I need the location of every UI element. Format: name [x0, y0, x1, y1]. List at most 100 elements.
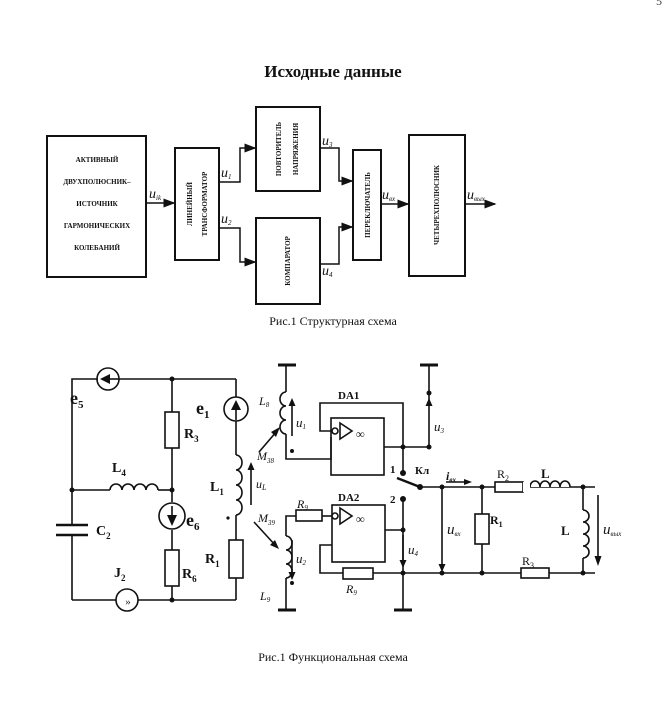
repeater-line-2: НАПРЯЖЕНИЯ — [292, 123, 300, 175]
inductor-l-series — [529, 480, 571, 488]
comparator-label: КОМПАРАТОР — [284, 235, 292, 285]
l8-dot — [290, 449, 294, 453]
wire-u2 — [219, 227, 257, 267]
e1-arrow-icon — [231, 400, 241, 410]
label-l-shunt: L — [561, 523, 570, 538]
source-e1 — [223, 396, 249, 422]
l1-dot — [226, 516, 230, 520]
switch-label: ПЕРЕКЛЮЧАТЕЛЬ — [364, 172, 372, 238]
label-r9-feedback: R9 — [345, 582, 357, 597]
label-c2: C2 — [96, 524, 111, 541]
label-r6: R6 — [182, 567, 197, 584]
label-j2: J2 — [114, 566, 126, 583]
node — [169, 487, 175, 493]
label-r9-input: R9 — [296, 497, 308, 512]
quadripole-label: ЧЕТЫРЕХПОЛЮСНИК — [433, 164, 441, 245]
da2-inverting-input — [331, 512, 339, 520]
j2-symbol: » — [125, 596, 131, 608]
wire-top — [71, 378, 98, 490]
inductor-bg — [523, 482, 530, 492]
label-r2: R2 — [497, 467, 509, 483]
resistor-r1 — [228, 539, 244, 579]
resistor-r2 — [494, 481, 524, 493]
label-e6: e6 — [186, 510, 200, 533]
label-da2-inf: ∞ — [356, 512, 365, 526]
source-e6 — [158, 502, 186, 530]
block-source — [46, 135, 147, 278]
signal-u3: u3 — [322, 134, 333, 149]
label-l4: L4 — [112, 461, 126, 478]
label-switch-kl: Кл — [415, 465, 429, 477]
repeater-line-1: ПОВТОРИТЕЛЬ — [275, 121, 283, 176]
iin-arrowhead-icon — [464, 479, 472, 485]
node — [479, 484, 485, 490]
resistor-r6 — [164, 549, 180, 587]
resistor-r9-input — [295, 509, 323, 522]
inductor-l4 — [109, 483, 159, 491]
source-line-4: ГАРМОНИЧЕСКИХ — [64, 222, 130, 230]
uout-arrowhead-icon — [594, 556, 602, 566]
label-ul: uL — [256, 477, 267, 492]
inductor-l1 — [235, 454, 243, 516]
ul-arrowhead-icon — [247, 462, 255, 470]
node — [479, 570, 485, 576]
wire-u4 — [320, 222, 354, 265]
block-switch — [352, 149, 382, 261]
u1-arrowhead-icon — [288, 398, 296, 406]
node — [400, 570, 406, 576]
node — [426, 390, 432, 396]
label-m39: M39 — [257, 511, 276, 527]
u4-arrowhead-icon — [399, 560, 407, 568]
signal-u1: u1 — [221, 166, 232, 181]
resistor-r9-feedback — [342, 567, 374, 580]
structural-diagram-caption: Рис.1 Структурная схема — [269, 314, 397, 328]
u3-arrowhead-icon — [425, 398, 433, 406]
label-e5: e5 — [70, 388, 84, 411]
source-line-5: КОЛЕБАНИЙ — [74, 244, 120, 252]
label-r1: R1 — [205, 552, 220, 569]
node — [426, 444, 432, 450]
inductor-l-shunt — [582, 509, 590, 559]
node — [400, 527, 406, 533]
resistor-r3 — [164, 411, 180, 449]
da1-inverting-input — [331, 427, 339, 435]
node — [580, 484, 586, 490]
label-r3: R3 — [184, 427, 199, 444]
label-u4: u4 — [408, 542, 419, 558]
label-uout: uвых — [603, 522, 622, 538]
l9-dot — [290, 581, 294, 585]
m38-arrowhead-icon — [271, 427, 280, 437]
m39-arrowhead-icon — [270, 540, 279, 549]
transformer-line-1: ЛИНЕЙНЫЙ — [186, 181, 194, 226]
signal-u2: u2 — [221, 212, 232, 227]
e6-arrow-icon — [167, 515, 177, 526]
switch-kl — [396, 476, 421, 489]
signal-u4: u4 — [322, 264, 333, 279]
transformer-line-2: ТРАНСФОРМАТОР — [201, 171, 209, 236]
source-line-1: АКТИВНЫЙ — [76, 156, 119, 164]
inductor-l8 — [279, 391, 287, 435]
node — [69, 487, 75, 493]
uin-arrowhead-icon — [438, 564, 446, 572]
signal-uin: uвх — [382, 188, 396, 203]
wire-u1 — [219, 143, 257, 183]
label-r3-load: R3 — [522, 554, 534, 570]
label-da2: DA2 — [338, 492, 360, 504]
source-line-3: ИСТОЧНИК — [76, 200, 118, 208]
source-e5 — [96, 367, 120, 391]
functional-diagram-caption: Рис.1 Функциональная схема — [258, 650, 408, 664]
label-e1: e1 — [196, 398, 210, 421]
node — [439, 570, 445, 576]
page-title: Исходные данные — [264, 62, 402, 81]
label-r1-load: R1 — [490, 513, 503, 529]
switch-contact-1 — [400, 470, 406, 476]
signal-uout: uвых — [467, 188, 486, 203]
label-l8: L8 — [258, 394, 270, 409]
label-u1: u1 — [296, 415, 306, 431]
da1-triangle — [339, 421, 354, 441]
wire-u3 — [320, 147, 354, 186]
node — [169, 376, 175, 382]
inductor-l9 — [285, 535, 293, 579]
